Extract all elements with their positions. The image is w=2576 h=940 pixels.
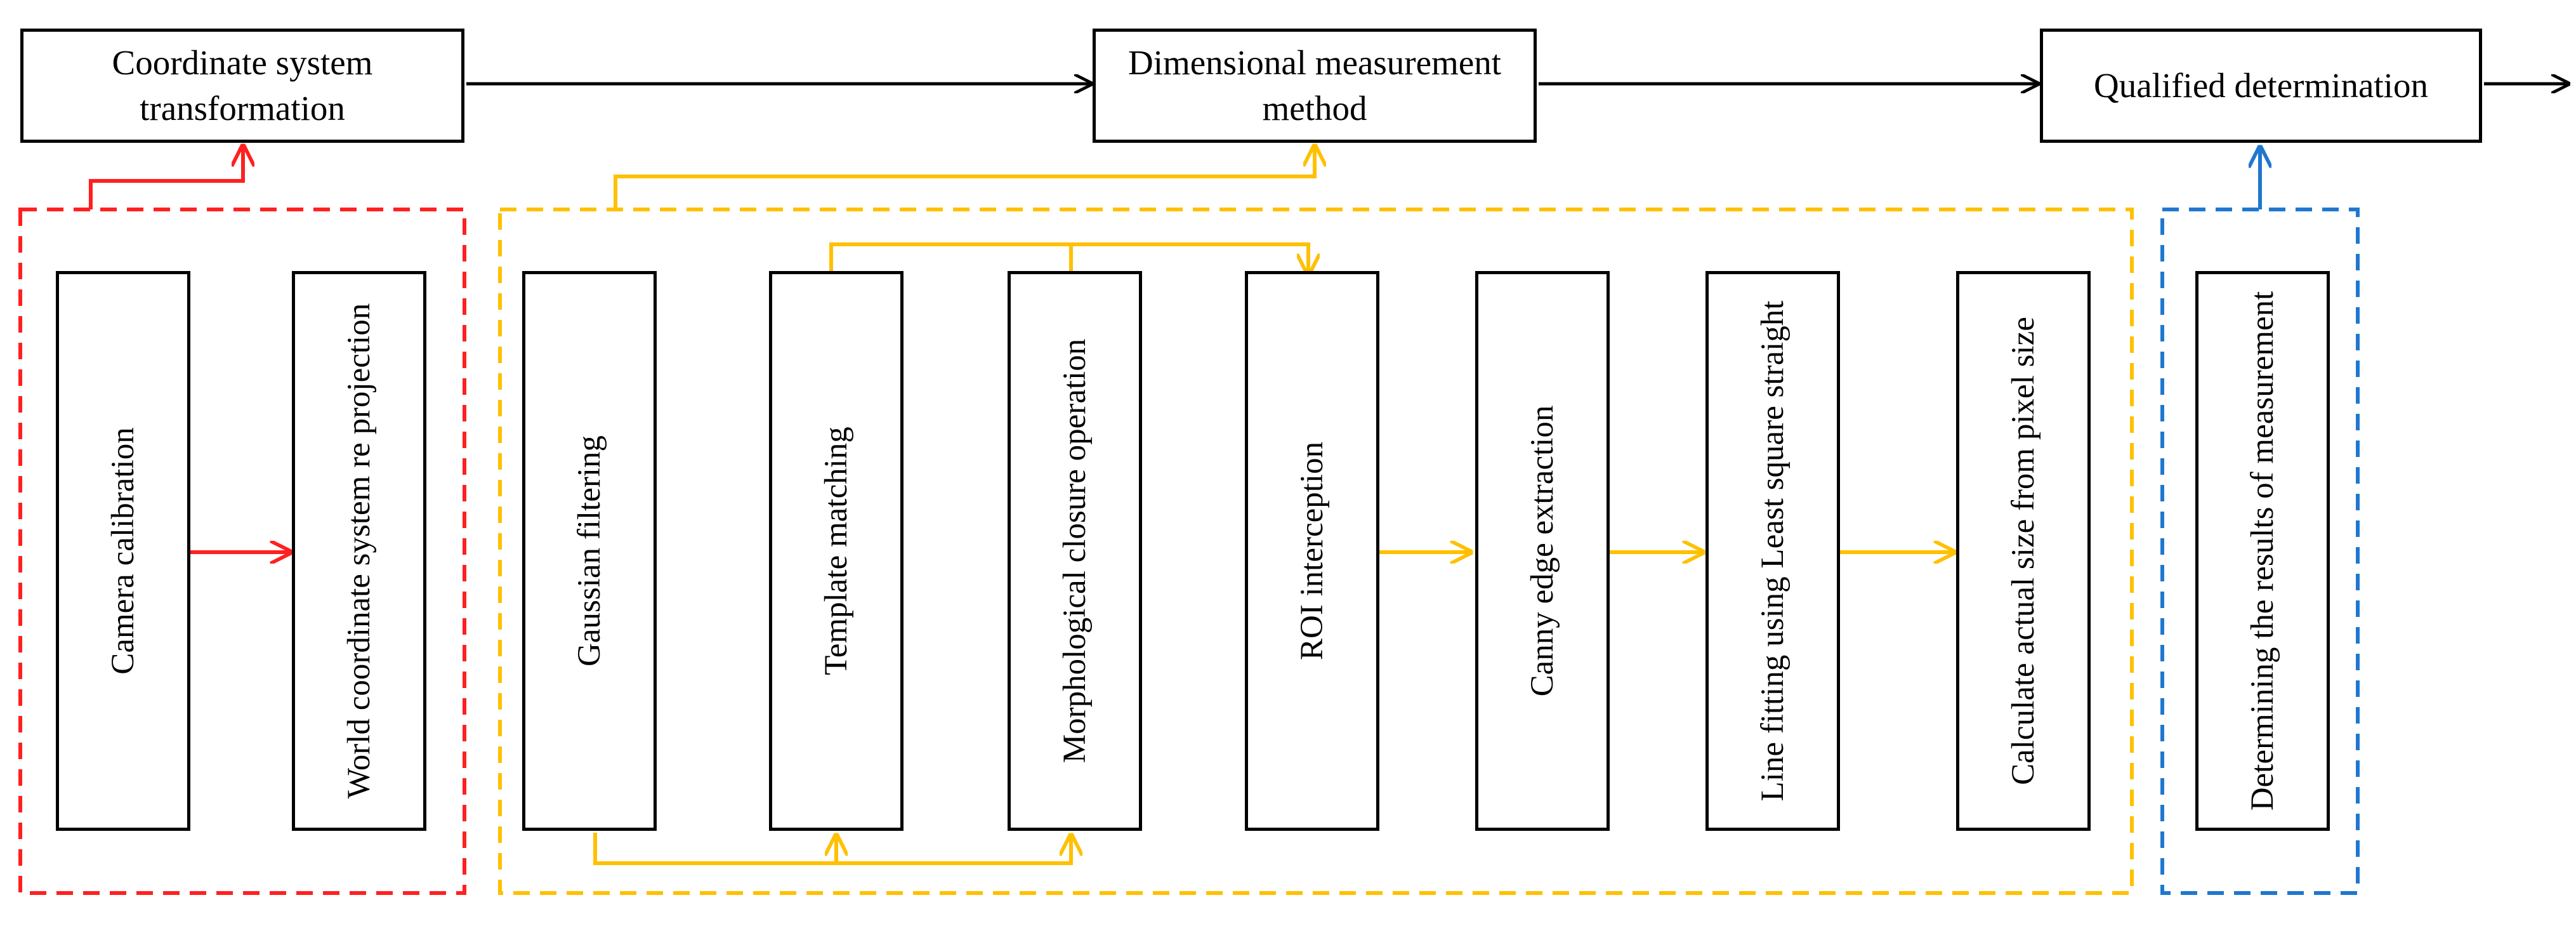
camera-calibration-box: Camera calibration (56, 271, 190, 831)
world-reprojection-box: World coordinate system re projection (292, 271, 426, 831)
template-matching-box: Template matching (769, 271, 904, 831)
coordinate-transformation-box: Coordinate system transformation (20, 29, 464, 143)
canny-edge-box: Canny edge extraction (1475, 271, 1610, 831)
coordinate-transformation-label: Coordinate system transformation (112, 43, 373, 128)
camera-calibration-label: Camera calibration (105, 427, 141, 675)
qualified-determination-label: Qualified determination (2094, 66, 2428, 105)
qualified-determination-box: Qualified determination (2040, 29, 2482, 143)
calculate-size-box: Calculate actual size from pixel size (1956, 271, 2091, 831)
calculate-size-label: Calculate actual size from pixel size (2006, 317, 2041, 785)
dimensional-measurement-label: Dimensional measurement method (1127, 43, 1502, 128)
roi-interception-box: ROI interception (1245, 271, 1379, 831)
arrow-gaussian-to-morph (593, 833, 1071, 865)
determining-results-label: Determining the results of measurement (2245, 291, 2280, 811)
line-fitting-box: Line fitting using Least square straight (1705, 271, 1840, 831)
arrow-yellow-group-to-dimensional (614, 146, 1315, 209)
blue-group-frame (2160, 208, 2360, 895)
world-reprojection-label: World coordinate system re projection (341, 303, 377, 799)
roi-interception-label: ROI interception (1294, 441, 1330, 661)
gaussian-filtering-label: Gaussian filtering (572, 435, 607, 666)
gaussian-filtering-box: Gaussian filtering (522, 271, 657, 831)
red-group-frame (18, 208, 466, 895)
canny-edge-label: Canny edge extraction (1525, 405, 1560, 697)
dimensional-measurement-box: Dimensional measurement method (1093, 29, 1537, 143)
morphological-closure-box: Morphological closure operation (1008, 271, 1142, 831)
arrow-red-group-to-coordinate (89, 146, 243, 209)
determining-results-box: Determining the results of measurement (2195, 271, 2330, 831)
template-matching-label: Template matching (818, 427, 854, 675)
line-fitting-label: Line fitting using Least square straight (1755, 300, 1791, 802)
morphological-closure-label: Morphological closure operation (1057, 338, 1093, 764)
yellow-group-frame (498, 208, 2134, 895)
